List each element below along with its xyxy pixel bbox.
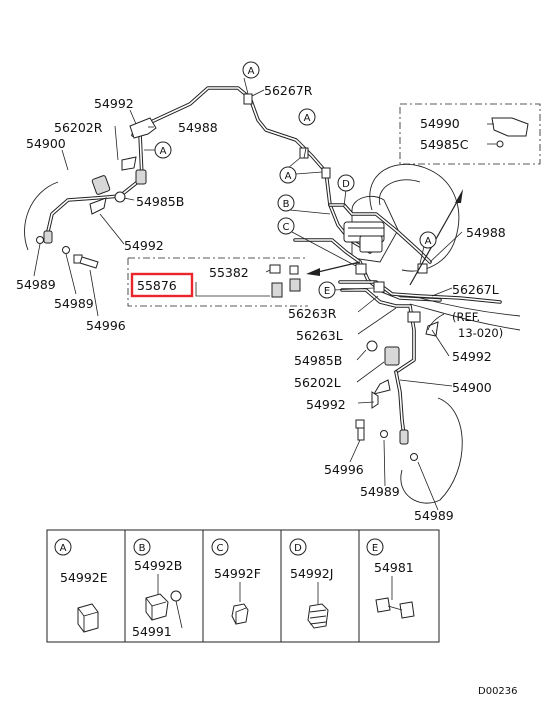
legend-table: A 54992E B 54992B 54991 C 54992F xyxy=(46,529,440,643)
legend-part-54991[interactable]: 54991 xyxy=(132,624,172,639)
ref-line1: (REF. xyxy=(452,310,480,324)
svg-text:E: E xyxy=(324,286,330,297)
svg-text:A: A xyxy=(60,543,67,554)
svg-text:C: C xyxy=(283,222,290,233)
legend-cell-d: D 54992J xyxy=(289,538,333,629)
fitting-ref xyxy=(407,311,421,323)
label-54985B-left[interactable]: 54985B xyxy=(136,194,184,209)
label-56202R[interactable]: 56202R xyxy=(54,120,103,135)
label-54989-left-b[interactable]: 54989 xyxy=(54,296,94,311)
clip-c[interactable] xyxy=(355,263,367,275)
clip-54992E-icon xyxy=(77,603,99,633)
svg-text:A: A xyxy=(425,236,432,247)
svg-text:C: C xyxy=(217,543,224,554)
pipe-bundle xyxy=(293,203,521,374)
label-56267R[interactable]: 56267R xyxy=(264,83,313,98)
clip-54992J-icon xyxy=(307,603,329,629)
label-54992-top[interactable]: 54992 xyxy=(94,96,134,111)
diagram-code: D00236 xyxy=(478,686,518,697)
right-brake-hose-assembly xyxy=(371,346,463,504)
callout-a-2: A xyxy=(298,108,316,126)
callout-c: C xyxy=(277,217,295,235)
label-54996-right[interactable]: 54996 xyxy=(324,462,364,477)
label-54900-right[interactable]: 54900 xyxy=(452,380,492,395)
label-54985B-right[interactable]: 54985B xyxy=(294,353,342,368)
callout-a-4: A xyxy=(279,166,297,184)
grommet-54991-icon xyxy=(170,590,182,602)
legend-part-54992J[interactable]: 54992J xyxy=(290,566,333,581)
label-54989-left-a[interactable]: 54989 xyxy=(16,277,56,292)
callout-a-5: A xyxy=(419,231,437,249)
label-54988-right[interactable]: 54988 xyxy=(466,225,506,240)
legend-part-54981[interactable]: 54981 xyxy=(374,560,414,575)
clip-a-top[interactable] xyxy=(243,93,253,105)
legend-part-54992F[interactable]: 54992F xyxy=(214,566,261,581)
legend-cell-c: C 54992F xyxy=(211,538,261,625)
label-56267L[interactable]: 56267L xyxy=(452,282,499,297)
legend-part-54992E[interactable]: 54992E xyxy=(60,570,108,585)
label-55876[interactable]: 55876 xyxy=(137,278,177,293)
clip-54992F-icon xyxy=(231,603,249,625)
label-54992-right[interactable]: 54992 xyxy=(452,349,492,364)
label-56263L[interactable]: 56263L xyxy=(296,328,343,343)
svg-text:B: B xyxy=(139,543,146,554)
master-cylinder-booster xyxy=(343,163,460,272)
callout-a-3: A xyxy=(154,141,172,159)
callout-d: D xyxy=(337,174,355,192)
svg-text:E: E xyxy=(372,543,378,554)
bolt-54989-right-a[interactable] xyxy=(380,430,388,438)
svg-text:A: A xyxy=(304,113,311,124)
svg-text:A: A xyxy=(160,146,167,157)
svg-text:A: A xyxy=(285,171,292,182)
highlight-55876[interactable]: 55876 xyxy=(130,272,194,298)
label-54992-mid[interactable]: 54992 xyxy=(124,238,164,253)
label-56202L[interactable]: 56202L xyxy=(294,375,341,390)
clip-54992B-icon xyxy=(145,593,169,621)
inset-55876 xyxy=(127,257,308,307)
label-55382[interactable]: 55382 xyxy=(209,265,249,280)
label-54996-left[interactable]: 54996 xyxy=(86,318,126,333)
svg-text:B: B xyxy=(283,199,290,210)
callout-e: E xyxy=(318,281,336,299)
label-56263R[interactable]: 56263R xyxy=(288,306,337,321)
clip-54992-right[interactable] xyxy=(425,321,439,337)
inset-54990 xyxy=(399,103,541,165)
label-54992-low[interactable]: 54992 xyxy=(306,397,346,412)
brake-pipe-56267R xyxy=(131,86,372,254)
legend-cell-b: B 54992B 54991 xyxy=(132,538,183,639)
svg-text:D: D xyxy=(342,179,350,190)
label-54989-right-b[interactable]: 54989 xyxy=(414,508,454,523)
clip-e[interactable] xyxy=(373,281,385,293)
label-54989-right-a[interactable]: 54989 xyxy=(360,484,400,499)
bolt-54996-right[interactable] xyxy=(355,419,365,441)
leaders xyxy=(33,77,497,511)
label-54985C[interactable]: 54985C xyxy=(420,137,469,152)
left-brake-hose-assembly xyxy=(24,132,147,251)
grommet-54985B-right[interactable] xyxy=(366,340,378,352)
clip-54981-icon xyxy=(375,597,415,619)
bolt-54996-left[interactable] xyxy=(73,254,99,269)
legend-part-54992B[interactable]: 54992B xyxy=(134,558,182,573)
bolt-54989-left-b[interactable] xyxy=(62,246,70,254)
clip-a-lower[interactable] xyxy=(321,167,331,179)
label-54988-top[interactable]: 54988 xyxy=(178,120,218,135)
ref-line2: 13-020) xyxy=(458,326,503,340)
svg-text:A: A xyxy=(248,66,255,77)
legend-cell-e: E 54981 xyxy=(366,538,415,619)
legend-cell-a: A 54992E xyxy=(54,538,108,633)
label-54900-left[interactable]: 54900 xyxy=(26,136,66,151)
bolt-54989-left-a[interactable] xyxy=(36,236,44,244)
label-54990[interactable]: 54990 xyxy=(420,116,460,131)
bolt-54989-right-b[interactable] xyxy=(410,453,418,461)
svg-text:D: D xyxy=(294,543,302,554)
callout-b: B xyxy=(277,194,295,212)
callout-a-1: A xyxy=(242,61,260,79)
bracket-54988-top[interactable] xyxy=(129,117,157,139)
